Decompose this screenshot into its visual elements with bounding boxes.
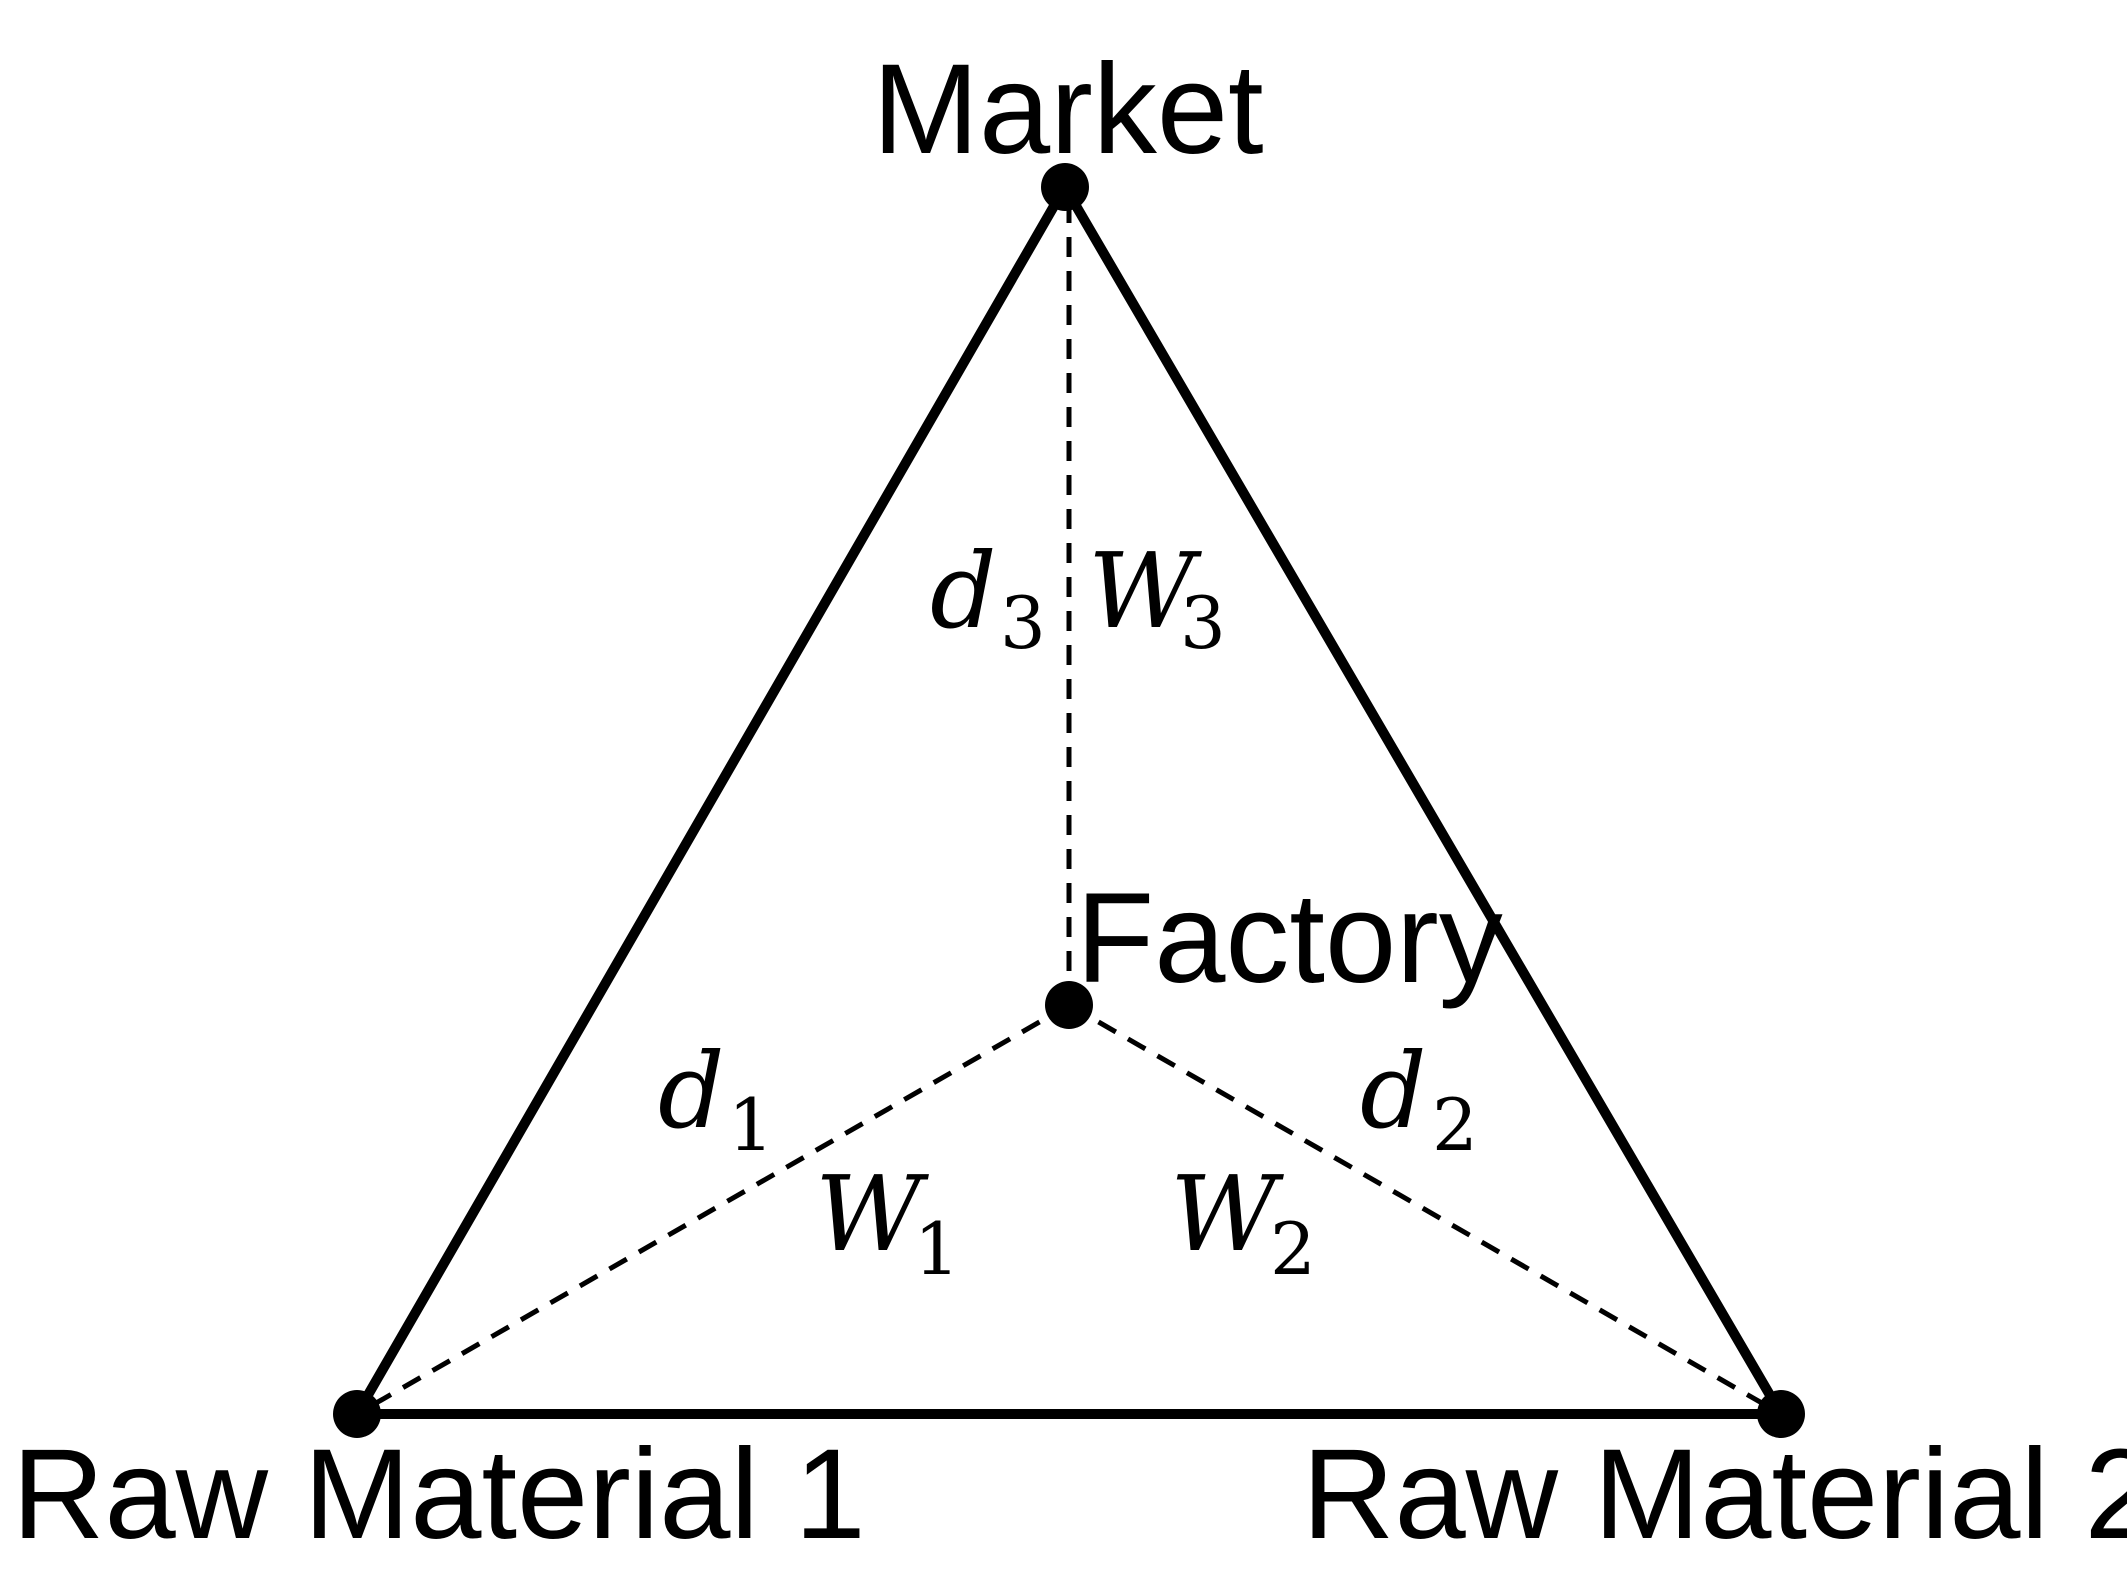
svg-text:3: 3 bbox=[1180, 581, 1226, 665]
w2-label: W 2 bbox=[1170, 1153, 1316, 1291]
edge-market-rm2 bbox=[1060, 182, 1786, 1419]
svg-text:d: d bbox=[930, 530, 997, 652]
edge-market-rm1 bbox=[352, 182, 1070, 1419]
svg-text:d: d bbox=[658, 1030, 725, 1152]
factory-node bbox=[1045, 981, 1093, 1029]
d3-label: d 3 bbox=[930, 530, 1046, 665]
svg-text:W: W bbox=[815, 1153, 929, 1275]
svg-text:2: 2 bbox=[1432, 1083, 1478, 1167]
raw-material-2-label: Raw Material 2 bbox=[1302, 1423, 2127, 1566]
raw-material-2-node bbox=[1757, 1390, 1805, 1438]
market-node bbox=[1041, 163, 1089, 211]
market-label: Market bbox=[872, 38, 1263, 181]
svg-text:2: 2 bbox=[1270, 1207, 1316, 1291]
d2-label: d 2 bbox=[1360, 1030, 1478, 1167]
svg-text:1: 1 bbox=[728, 1083, 774, 1167]
svg-text:3: 3 bbox=[1000, 581, 1046, 665]
link-factory-rm2 bbox=[1067, 1002, 1783, 1417]
d1-label: d 1 bbox=[658, 1030, 774, 1167]
svg-text:W: W bbox=[1088, 530, 1202, 652]
link-factory-rm1 bbox=[355, 1002, 1071, 1417]
w1-label: W 1 bbox=[815, 1153, 960, 1291]
svg-text:d: d bbox=[1360, 1030, 1427, 1152]
w3-label: W 3 bbox=[1088, 530, 1226, 665]
svg-text:1: 1 bbox=[914, 1207, 960, 1291]
svg-text:W: W bbox=[1170, 1153, 1284, 1275]
factory-label: Factory bbox=[1076, 867, 1503, 1010]
raw-material-1-label: Raw Material 1 bbox=[12, 1423, 866, 1566]
raw-material-1-node bbox=[333, 1390, 381, 1438]
